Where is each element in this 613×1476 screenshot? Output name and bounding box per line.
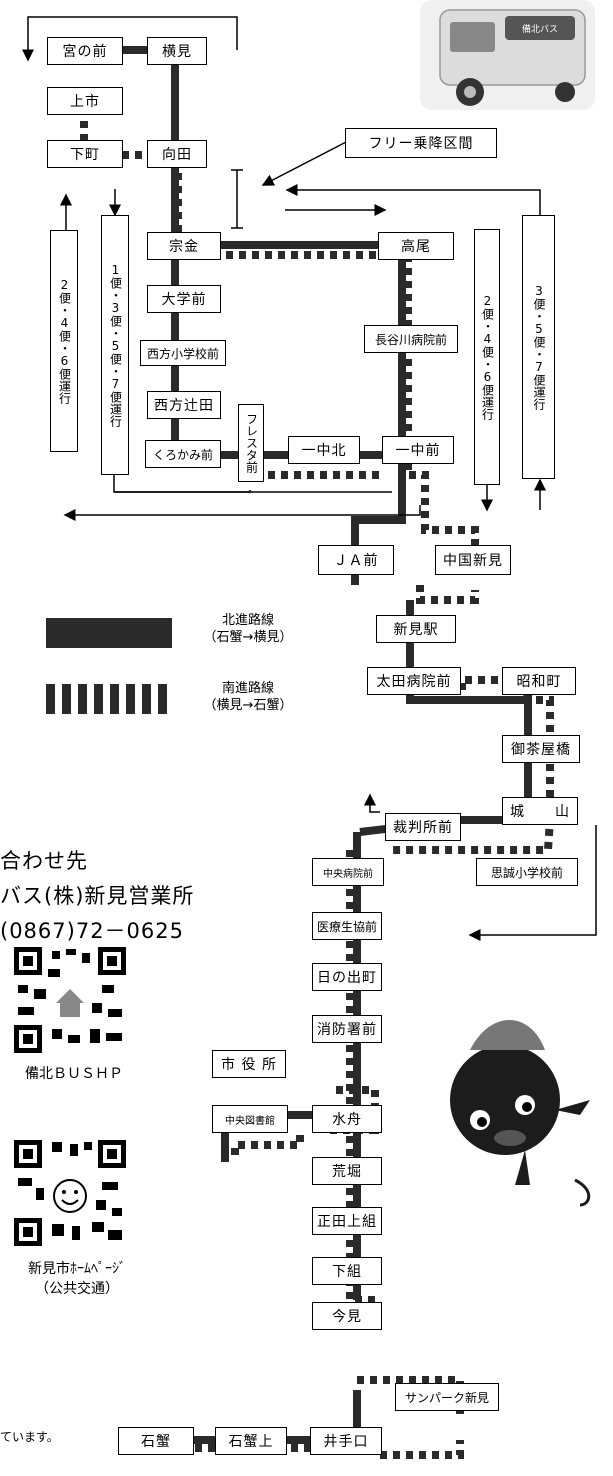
stop-iryo: 医療生協前 — [312, 912, 382, 940]
city-qr-caption-sub: （公共交通） — [35, 1281, 119, 1297]
stop-chugoku-niimi: 中国新見 — [435, 545, 511, 575]
stop-chuo-hospital: 中央病院前 — [312, 858, 384, 886]
run-box-right-outer: 3便・5便・7便運行 — [522, 215, 555, 479]
stop-sunpark: サンパーク新見 — [395, 1383, 499, 1411]
city-qr-code[interactable] — [12, 1138, 128, 1248]
stop-mizufune: 水舟 — [312, 1105, 382, 1133]
stop-ichichu-mae: 一中前 — [382, 436, 454, 464]
smiley-icon — [53, 1179, 87, 1213]
stop-shiroyama: 城 山 — [502, 797, 578, 825]
run-box-left-outer: 2便・4便・6便運行 — [50, 230, 78, 452]
stop-shoda: 正田上組 — [312, 1207, 382, 1235]
stop-ochaya: 御茶屋橋 — [502, 735, 580, 763]
stop-shimogumi: 下組 — [312, 1257, 382, 1285]
run-box-right-inner: 2便・4便・6便運行 — [474, 229, 500, 485]
legend-south-name: 南進路線 — [221, 681, 274, 696]
contact-phone: (0867)72－0625 — [0, 919, 184, 943]
bus-sign: 備北バス — [522, 23, 558, 35]
stop-furesuta: フレスタ前 — [238, 404, 264, 482]
stop-library: 中央図書館 — [212, 1105, 288, 1133]
stop-nishigata-school: 西方小学校前 — [140, 340, 226, 366]
stop-niimi-station: 新見駅 — [376, 615, 456, 643]
stop-munekane: 宗金 — [147, 232, 221, 260]
stop-hasegawa: 長谷川病院前 — [364, 325, 458, 353]
bus-illustration — [420, 0, 595, 110]
stop-shisei-school: 思誠小学校前 — [476, 858, 578, 886]
legend-north-swatch — [46, 618, 172, 648]
bus-qr-code[interactable] — [12, 945, 128, 1055]
stop-arabori: 荒堀 — [312, 1157, 382, 1185]
stop-ichichu-kita: 一中北 — [288, 436, 360, 464]
legend-north-name: 北進路線 — [221, 613, 274, 628]
south-route-line — [80, 95, 554, 1459]
run-box-left-inner: 1便・3便・5便・7便運行 — [101, 215, 129, 475]
bus-qr-caption: 備北ＢＵＳＨＰ — [25, 1066, 123, 1082]
stop-shobo: 消防署前 — [312, 1015, 382, 1043]
contact-heading: 合わせ先 — [0, 849, 88, 873]
stop-shimomachi: 下町 — [47, 140, 123, 168]
stop-saibansho: 裁判所前 — [385, 813, 461, 841]
legend-south-label: 南進路線 （横見→石蟹） — [188, 680, 308, 714]
stop-nishigata-tsujida: 西方辻田 — [147, 391, 221, 419]
stop-showa: 昭和町 — [502, 667, 576, 695]
stop-mukaida: 向田 — [147, 140, 207, 168]
city-qr-caption: 新見市ﾎｰﾑﾍﾟｰｼﾞ （公共交通） — [2, 1258, 152, 1298]
legend-south-direction: （横見→石蟹） — [203, 698, 293, 713]
stop-ishigani-ue: 石蟹上 — [215, 1427, 287, 1455]
free-zone-label: フリー乗降区間 — [345, 128, 497, 158]
home-icon — [56, 989, 84, 1017]
stop-kurokami: くろかみ前 — [145, 440, 221, 468]
contact-office: バス(株)新見営業所 — [0, 884, 195, 908]
stop-hinode: 日の出町 — [312, 963, 382, 991]
stop-takao: 高尾 — [378, 232, 454, 260]
stop-miyanomae: 宮の前 — [47, 37, 123, 65]
stop-imami: 今見 — [312, 1302, 382, 1330]
stop-ideguchi: 井手口 — [310, 1427, 382, 1455]
legend-north-label: 北進路線 （石蟹→横見） — [188, 612, 308, 646]
direction-arrows — [22, 16, 597, 941]
legend-north-direction: （石蟹→横見） — [203, 630, 293, 645]
cow-character-illustration — [450, 1020, 591, 1207]
stop-kamiichi: 上市 — [47, 87, 123, 115]
stop-ishigani: 石蟹 — [118, 1427, 194, 1455]
stop-yokomi: 横見 — [147, 37, 207, 65]
stop-ota-hospital: 太田病院前 — [367, 667, 461, 695]
legend-south-swatch — [46, 684, 167, 714]
footer-note: ています。 — [0, 1430, 59, 1444]
stop-daigakumae: 大学前 — [147, 285, 221, 313]
stop-shiyakusho: 市 役 所 — [212, 1050, 286, 1078]
city-qr-caption-title: 新見市ﾎｰﾑﾍﾟｰｼﾞ — [28, 1261, 126, 1277]
stop-ja-mae: ＪＡ前 — [318, 545, 394, 575]
